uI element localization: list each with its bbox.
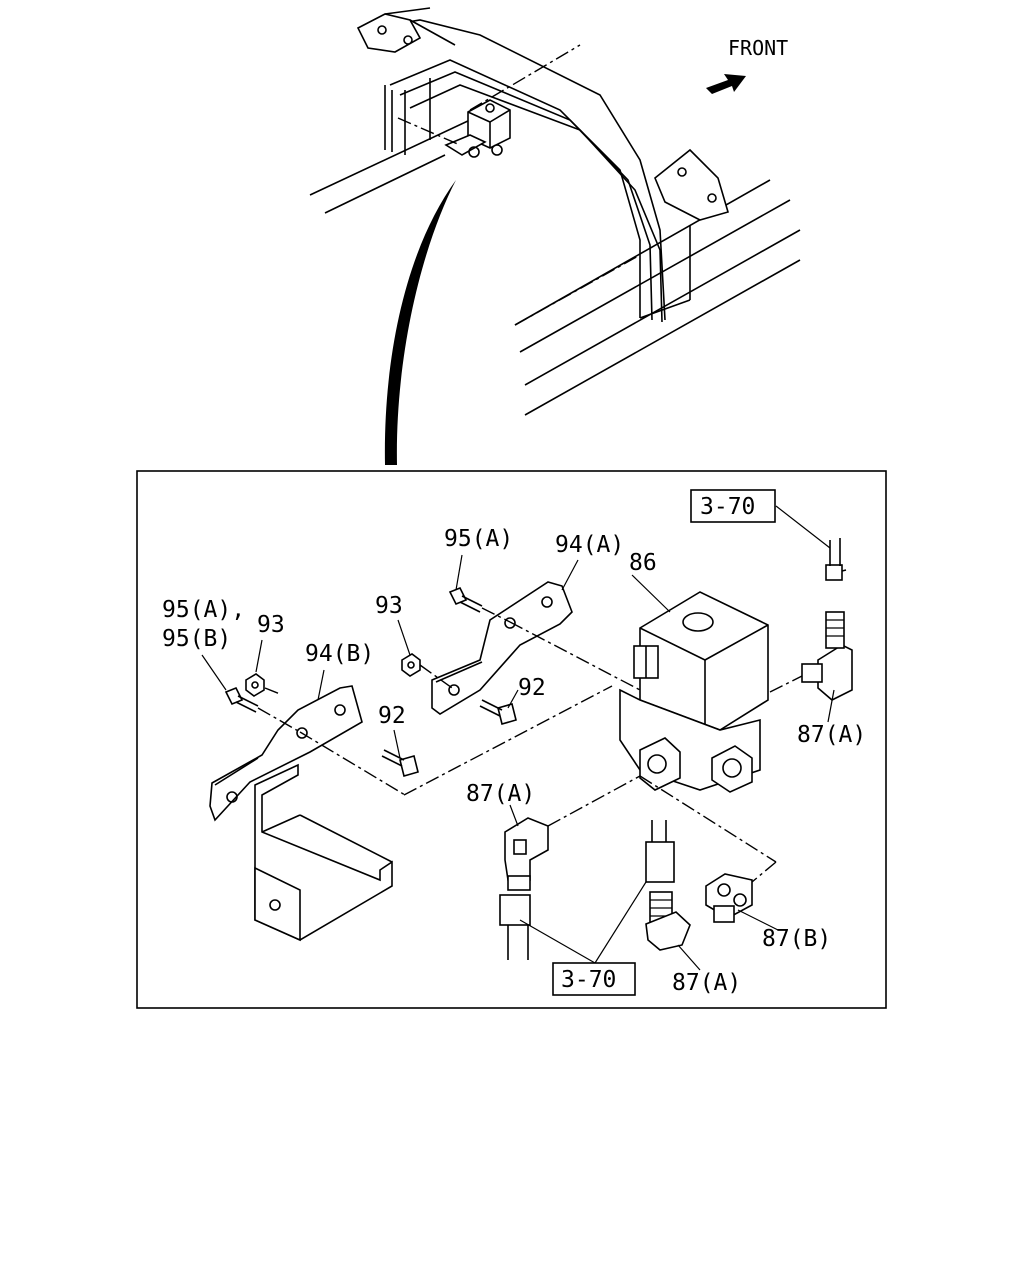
front-label: FRONT — [728, 36, 788, 60]
bracket-94b — [209, 685, 393, 942]
label-87b: 87(B) — [762, 926, 831, 952]
fitting-87a-right — [801, 538, 853, 701]
reference-box-top: 3-70 — [690, 489, 776, 523]
assembly-center-lines — [257, 607, 803, 883]
bracket-94a — [431, 581, 573, 715]
bolt-95a-top — [448, 586, 483, 613]
nut-93-left — [245, 673, 265, 697]
label-92-left: 92 — [378, 703, 406, 729]
label-94b: 94(B) — [305, 641, 374, 667]
bolt-92-right — [479, 699, 517, 725]
detail-leader — [384, 180, 456, 465]
svg-text:3-70: 3-70 — [561, 967, 616, 993]
fitting-87b — [705, 873, 753, 923]
label-87a-bottom: 87(A) — [672, 970, 741, 996]
label-87a-right: 87(A) — [797, 722, 866, 748]
fitting-87a-left — [499, 817, 549, 960]
valve-location-small — [397, 99, 511, 158]
bolt-92-left — [381, 749, 419, 777]
reference-box-bottom: 3-70 — [552, 962, 636, 996]
bolt-95a-95b — [224, 686, 259, 713]
svg-text:3-70: 3-70 — [700, 494, 755, 520]
label-93-left: 93 — [257, 612, 285, 638]
callout-leader-lines — [201, 505, 835, 971]
label-95a-left: 95(A), — [162, 597, 245, 623]
label-95a-top: 95(A) — [444, 526, 513, 552]
label-94a: 94(A) — [555, 532, 624, 558]
label-87a-left: 87(A) — [466, 781, 535, 807]
label-95b: 95(B) — [162, 626, 231, 652]
fitting-87a-bottom — [645, 820, 691, 951]
label-92-right: 92 — [518, 675, 546, 701]
label-86: 86 — [629, 550, 657, 576]
label-93-right: 93 — [375, 593, 403, 619]
front-arrow-icon — [706, 74, 746, 94]
valve-86 — [619, 591, 769, 793]
chassis-frame-overview — [309, 7, 801, 416]
nut-93-right — [401, 653, 421, 677]
detail-frame — [136, 470, 887, 1009]
